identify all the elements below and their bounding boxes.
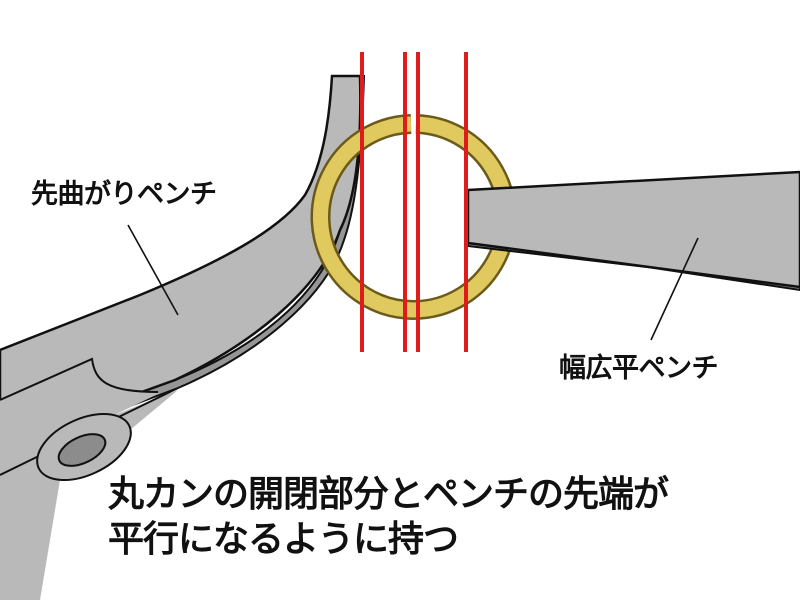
caption-line-1: 丸カンの開閉部分とペンチの先端が [108, 474, 669, 515]
parallel-guide-lines [360, 52, 468, 352]
jump-ring-illustration [310, 114, 517, 320]
bent-nose-pliers-illustration [0, 74, 366, 600]
bent-nose-pliers-label: 先曲がりペンチ [31, 179, 217, 210]
flat-nose-pliers-label: 幅広平ペンチ [559, 353, 719, 384]
instruction-caption: 丸カンの開閉部分とペンチの先端が 平行になるように持つ [108, 472, 669, 562]
caption-line-2: 平行になるように持つ [108, 519, 459, 560]
flat-nose-pliers-illustration [466, 170, 800, 341]
